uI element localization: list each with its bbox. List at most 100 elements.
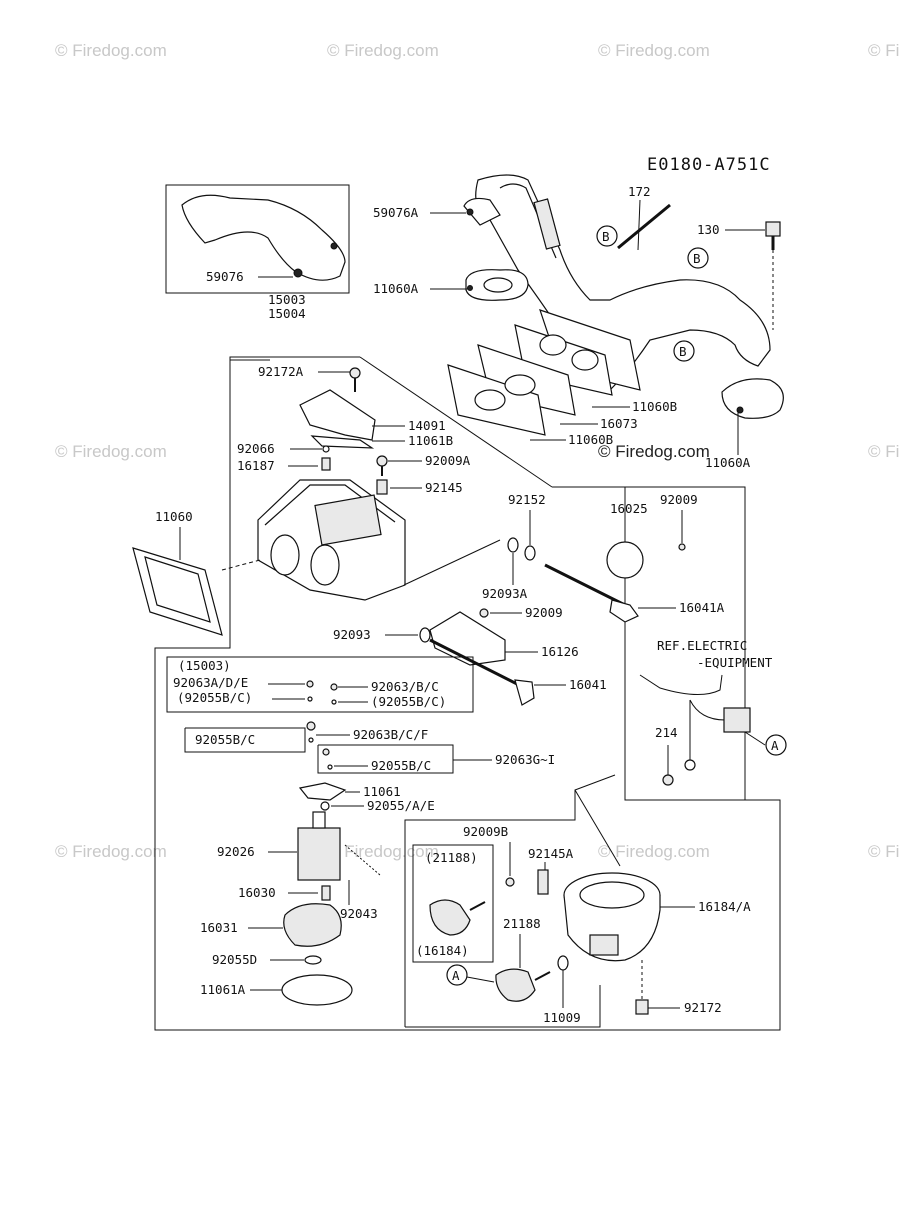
bracket-box (317, 744, 454, 774)
o-ring-icon (331, 699, 337, 705)
main-group-frame (154, 356, 781, 1031)
manifold-slot (533, 198, 561, 250)
part-label-92009: 92009 (660, 492, 698, 507)
part-label-21188: 21188 (503, 916, 541, 931)
frame-edge (403, 539, 501, 586)
plate-16126 (429, 611, 506, 666)
jet-icon (322, 748, 330, 756)
part-label-11060: 11060 (155, 509, 193, 524)
o-ring-11009 (557, 955, 569, 971)
spring-92145A (537, 869, 549, 895)
part-label-15003-paren: (15003) (178, 658, 231, 673)
mounting-hole (293, 268, 303, 278)
bolt-head-130 (765, 221, 781, 237)
part-label-92026: 92026 (217, 844, 255, 859)
float-arm (312, 811, 326, 829)
choke-shaft-16041 (429, 638, 526, 690)
mounting-hole (330, 242, 338, 250)
lever-16041A (609, 599, 639, 623)
callout-b: B (693, 251, 701, 266)
screw-92009 (678, 543, 686, 551)
manifold-edge (499, 183, 557, 259)
jet-icon (306, 680, 314, 688)
watermark: © Fi (868, 442, 899, 461)
part-label-92093A: 92093A (482, 586, 528, 601)
port-hole (571, 349, 599, 371)
watermark: © Fi (868, 41, 899, 60)
part-label-11060B: 11060B (632, 399, 677, 414)
washer-92152 (524, 545, 536, 561)
throttle-body-lower (563, 894, 661, 962)
connector (723, 707, 751, 733)
o-ring-icon (307, 696, 313, 702)
frame-diagonal (359, 356, 553, 488)
jet-icon (306, 721, 316, 731)
ref-electric-label: REF.ELECTRIC (657, 638, 747, 653)
wire-harness (689, 699, 726, 721)
o-ring-92066 (322, 445, 330, 453)
port-hole (539, 334, 567, 356)
callout-a: A (452, 968, 460, 983)
jet-16187 (321, 457, 331, 471)
part-label-92066: 92066 (237, 441, 275, 456)
screw-92009 (479, 608, 489, 618)
part-label-16184A: 16184/A (698, 899, 751, 914)
screw-92009A (376, 455, 388, 467)
part-label-214: 214 (655, 725, 678, 740)
part-label-92055BC: 92055B/C (195, 732, 255, 747)
part-label-92009: 92009 (525, 605, 563, 620)
part-label-130: 130 (697, 222, 720, 237)
callout-a: A (771, 738, 779, 753)
part-label-16126: 16126 (541, 644, 579, 659)
part-label-16184-paren: (16184) (416, 943, 469, 958)
float-bowl-16031 (283, 903, 342, 947)
washer-92093 (419, 627, 431, 643)
o-ring-92055D (304, 955, 322, 965)
washer-92093A (507, 537, 519, 553)
port-hole (474, 389, 506, 411)
part-label-92055AE: 92055/A/E (367, 798, 435, 813)
part-label-16041: 16041 (569, 677, 607, 692)
part-label-92172: 92172 (684, 1000, 722, 1015)
watermark: © Firedog.com (55, 41, 167, 60)
watermark: © Firedog.com (598, 842, 710, 861)
throttle-bore (579, 881, 645, 909)
terminal (684, 759, 696, 771)
part-label-92055D: 92055D (212, 952, 257, 967)
part-label-92093: 92093 (333, 627, 371, 642)
watermark: © Firedog.com (55, 442, 167, 461)
part-label-15003: 15003 (268, 292, 306, 307)
body-chamber (314, 494, 382, 546)
watermark-group: © Firedog.com © Firedog.com © Firedog.co… (55, 41, 899, 861)
part-label-172: 172 (628, 184, 651, 199)
assembly-line (221, 559, 261, 571)
callout-circle-b (687, 247, 709, 269)
part-label-11060B: 11060B (568, 432, 613, 447)
screw-92009B (505, 877, 515, 887)
part-label-92055BC: 92055B/C (371, 758, 431, 773)
inset-box-15003 (166, 656, 474, 713)
part-label-11060A: 11060A (705, 455, 751, 470)
needle-16030 (321, 885, 331, 901)
part-label-92152: 92152 (508, 492, 546, 507)
callout-b: B (679, 344, 687, 359)
part-label-11009: 11009 (543, 1010, 581, 1025)
diagram-code: E0180-A751C (647, 155, 771, 175)
part-label-92043: 92043 (340, 906, 378, 921)
spring-92145 (376, 479, 388, 495)
throttle-shaft-16041A (544, 563, 626, 607)
part-label-11061A: 11061A (200, 982, 246, 997)
watermark: © Firedog.com (327, 842, 439, 861)
watermark: © Fi (868, 842, 899, 861)
part-label-16073: 16073 (600, 416, 638, 431)
part-label-92145A: 92145A (528, 846, 574, 861)
intake-pipe-part (181, 194, 346, 281)
part-label-16025: 16025 (610, 501, 648, 516)
watermark: © Firedog.com (55, 842, 167, 861)
gasket-opening (144, 556, 211, 623)
solenoid-inset (429, 899, 471, 936)
throttle-bore (270, 534, 300, 576)
leader-line (744, 731, 766, 746)
